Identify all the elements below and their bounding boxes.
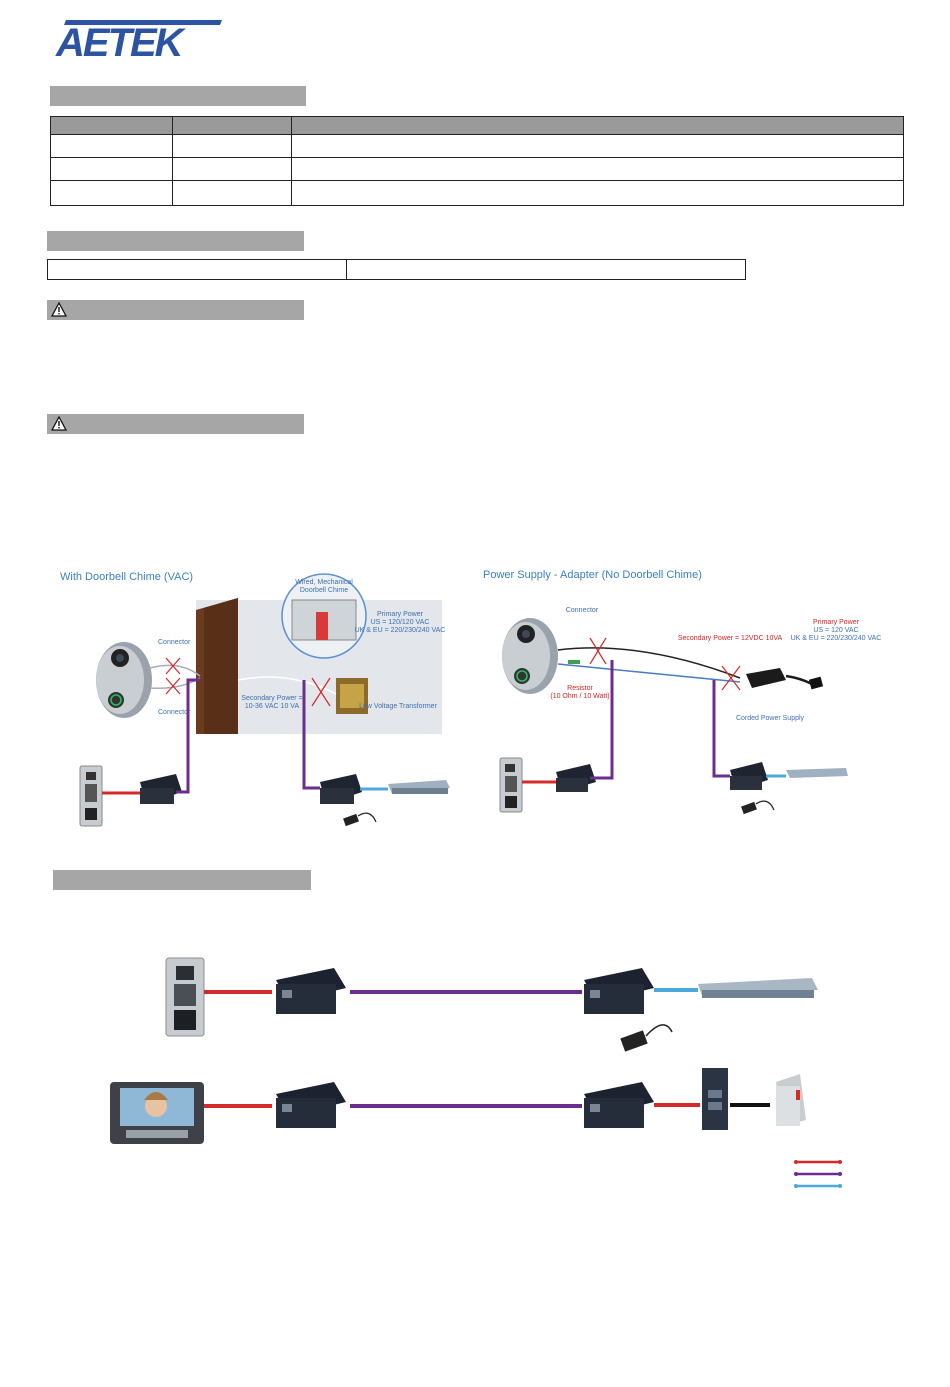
poe-converter-icon bbox=[730, 762, 768, 790]
table-cell bbox=[346, 259, 746, 280]
table-cell bbox=[172, 180, 292, 206]
poe-extender-icon bbox=[276, 1082, 346, 1128]
header-cell bbox=[50, 116, 173, 135]
connector-label: Connector bbox=[158, 639, 191, 646]
din-power-supply-icon bbox=[776, 1074, 806, 1126]
poe-extender-icon bbox=[584, 968, 654, 1014]
spec-table bbox=[50, 116, 904, 206]
table-header-row bbox=[50, 116, 904, 135]
table-cell bbox=[50, 134, 173, 158]
table-cell bbox=[291, 134, 904, 158]
access-keypad-icon bbox=[499, 757, 523, 813]
power-adapter-icon bbox=[343, 812, 377, 827]
doorbell-wiring-diagrams: With Doorbell Chime (VAC) Connector Conn… bbox=[60, 569, 882, 827]
connector-label: Connector bbox=[566, 607, 599, 614]
table-cell bbox=[172, 134, 292, 158]
warning-icon bbox=[51, 302, 67, 317]
transformer-label: Low Voltage Transformer bbox=[359, 703, 437, 710]
poe-converter-icon bbox=[140, 774, 182, 804]
warning-bar bbox=[47, 414, 304, 434]
cut-mark-icon bbox=[165, 657, 181, 695]
table-row bbox=[50, 134, 904, 158]
chime-label: Wired, Mechanical bbox=[295, 579, 353, 586]
power-supply-icon bbox=[746, 668, 824, 690]
primary-power-label: US = 120 VAC bbox=[813, 627, 858, 634]
warning-bar bbox=[47, 300, 304, 320]
access-keypad-icon bbox=[79, 765, 103, 827]
table-cell bbox=[50, 157, 173, 181]
primary-power-label: UK & EU = 220/230/240 VAC bbox=[355, 627, 446, 634]
primary-power-label: UK & EU = 220/230/240 VAC bbox=[791, 635, 882, 642]
diagram-title-right: Power Supply - Adapter (No Doorbell Chim… bbox=[483, 569, 702, 581]
table-cell bbox=[47, 259, 347, 280]
chime-label: Doorbell Chime bbox=[300, 587, 348, 594]
transformer-icon bbox=[336, 678, 368, 714]
table-cell bbox=[291, 180, 904, 206]
resistor-label: (10 Ohm / 10 Watt) bbox=[550, 693, 609, 700]
poe-converter-icon bbox=[556, 764, 596, 792]
access-keypad-icon bbox=[165, 957, 205, 1037]
video-doorbell-icon bbox=[502, 618, 558, 694]
secondary-power-label: Secondary Power = 12VDC 10VA bbox=[678, 635, 783, 642]
power-adapter-icon bbox=[741, 800, 775, 815]
table-cell bbox=[172, 157, 292, 181]
section-header-bar bbox=[53, 870, 311, 890]
video-monitor-icon bbox=[110, 1082, 204, 1144]
resistor-label: Resistor bbox=[567, 685, 593, 692]
secondary-power-label: Secondary Power = bbox=[241, 695, 302, 702]
table-cell bbox=[50, 180, 173, 206]
section-header-bar bbox=[47, 231, 304, 251]
poe-converter-icon bbox=[320, 774, 362, 804]
network-switch-icon bbox=[388, 780, 450, 794]
network-switch-icon bbox=[698, 978, 818, 998]
table-cell bbox=[291, 157, 904, 181]
video-doorbell-icon bbox=[96, 642, 152, 718]
secondary-power-label: 10-36 VAC 10 VA bbox=[245, 703, 300, 710]
network-switch-icon bbox=[786, 768, 848, 778]
table-row bbox=[47, 259, 746, 280]
section-header-bar bbox=[50, 86, 306, 106]
industrial-switch-icon bbox=[702, 1068, 728, 1130]
doorbell-chime-icon bbox=[281, 573, 367, 659]
power-adapter-icon bbox=[620, 1024, 673, 1052]
connector-label: Connector bbox=[158, 709, 191, 716]
poe-extender-icon bbox=[584, 1082, 654, 1128]
table-row bbox=[50, 180, 904, 206]
info-table bbox=[47, 259, 746, 280]
primary-power-label: US = 120/120 VAC bbox=[371, 619, 430, 626]
diagram-title-left: With Doorbell Chime (VAC) bbox=[60, 571, 193, 583]
primary-power-label: Primary Power bbox=[813, 619, 860, 626]
logo-text: AETEK bbox=[55, 21, 187, 60]
header-cell bbox=[291, 116, 904, 135]
table-row bbox=[50, 157, 904, 181]
corded-power-label: Corded Power Supply bbox=[736, 715, 805, 722]
aetek-logo: AETEK bbox=[52, 12, 232, 65]
application-diagram bbox=[110, 957, 842, 1188]
poe-extender-icon bbox=[276, 968, 346, 1014]
primary-power-label: Primary Power bbox=[377, 611, 424, 618]
warning-icon bbox=[51, 416, 67, 431]
header-cell bbox=[172, 116, 292, 135]
